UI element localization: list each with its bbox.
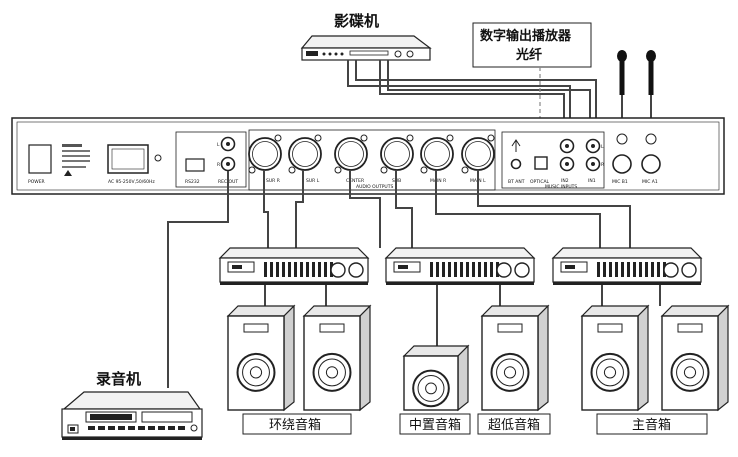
microphone-b1 (617, 50, 627, 95)
xlr-outputs (248, 134, 495, 174)
center-label-box (399, 413, 471, 435)
main-r-label: MAIN R (430, 178, 446, 184)
in2-label: IN2 (561, 178, 569, 184)
in-l-mark: L (601, 144, 604, 150)
in1-label: IN1 (588, 178, 596, 184)
power-switch (28, 144, 52, 174)
ac-inlet (107, 144, 149, 174)
subwoofer-label: 超低音箱 (488, 417, 540, 433)
surround-label-box (242, 413, 352, 435)
speaker-subwoofer (480, 304, 550, 412)
xlr-sur-l-jack (288, 134, 322, 174)
rs232-label: RS232 (185, 179, 200, 185)
xlr-main-l-jack (461, 134, 495, 174)
dvd-player (300, 35, 432, 61)
surround-speakers-label: 环绕音箱 (269, 417, 321, 433)
speaker-center (402, 344, 470, 412)
digital-output-label-line1: 数字输出播放器 (480, 28, 572, 44)
mic-a1-jack (641, 154, 661, 174)
mic-a1-icon (645, 133, 657, 145)
speaker-surround-right (302, 304, 372, 412)
sub-label-box (477, 413, 551, 435)
cassette-recorder (61, 391, 203, 440)
ac-label: AC 95-250V,50/60Hz (108, 179, 155, 185)
main-speakers-label: 主音箱 (632, 417, 671, 433)
output-cables (167, 170, 661, 388)
rec-r-mark: R (217, 162, 220, 168)
dvd-player-label: 影碟机 (334, 12, 379, 30)
rear-panel: POWER AC 95-250V,50/60Hz RS232 L R REC O… (11, 117, 725, 195)
digital-output-box (472, 22, 592, 68)
mic-a1-label: MIC A1 (642, 179, 658, 185)
speaker-main-left (580, 304, 650, 412)
mic-b1-icon (616, 133, 628, 145)
amplifier-surround (218, 247, 370, 285)
rs232-port (185, 158, 205, 172)
optical-label: OPTICAL (530, 179, 550, 185)
microphone-a1 (646, 50, 656, 95)
amplifiers (218, 247, 703, 285)
music-inputs-label: MUSIC INPUTS (545, 184, 577, 190)
recorder-label: 录音机 (96, 370, 141, 388)
bt-ant-label: BT ANT (508, 179, 525, 185)
sur-l-label: SUR L (306, 178, 320, 184)
mic-b1-label: MIC B1 (612, 179, 628, 185)
center-speaker-label: 中置音箱 (409, 417, 461, 433)
amplifier-main (551, 247, 703, 285)
rec-l-mark: L (217, 142, 220, 148)
bt-antenna-icon (511, 139, 521, 152)
xlr-sur-r-jack (248, 134, 282, 174)
xlr-sub-jack (380, 134, 414, 174)
digital-output-label-line2: 光纤 (515, 47, 542, 63)
sur-r-label: SUR R (266, 178, 280, 184)
mic-b1-jack (612, 154, 632, 174)
amplifier-center-sub (384, 247, 536, 285)
bt-antenna-jack (510, 158, 522, 170)
audio-outputs-label: AUDIO OUTPUTS (356, 184, 393, 190)
main-label-box (596, 413, 708, 435)
speakers (226, 304, 730, 412)
optical-port (534, 156, 548, 170)
speaker-surround-left (226, 304, 296, 412)
power-label: POWER (28, 179, 45, 185)
center-label: CENTER (346, 178, 364, 184)
speaker-main-right (660, 304, 730, 412)
in-r-mark: R (601, 162, 604, 168)
